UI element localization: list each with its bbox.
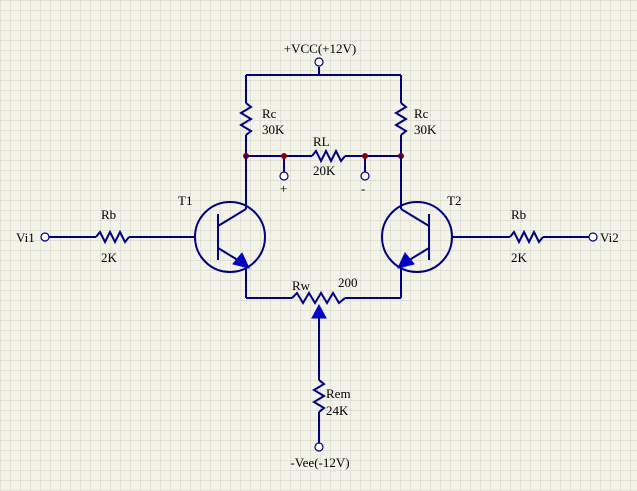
emitter-arrow-icon xyxy=(397,252,415,269)
emitter-arrow-icon xyxy=(232,252,250,269)
input-left: Vi1 Rb 2K xyxy=(16,207,195,265)
vi1-label: Vi1 xyxy=(16,230,35,245)
rl-name: RL xyxy=(313,134,330,149)
rem-name: Rem xyxy=(326,386,351,401)
vee-label: -Vee(-12V) xyxy=(290,455,349,470)
rc-left-name: Rc xyxy=(262,106,277,121)
output-minus-terminal[interactable] xyxy=(360,171,370,181)
rl-value: 20K xyxy=(313,163,336,178)
resistor-rc-left: Rc 30K xyxy=(239,75,285,156)
rc-right-value: 30K xyxy=(414,122,437,137)
resistor-rc-right: Rc 30K xyxy=(394,75,437,156)
rb-right-name: Rb xyxy=(511,207,526,222)
vi2-terminal[interactable] xyxy=(588,232,598,242)
t2-label: T2 xyxy=(447,193,461,208)
vi1-terminal[interactable] xyxy=(40,232,50,242)
resistor-rem: Rem 24K -Vee(-12V) xyxy=(290,318,351,470)
potentiometer-rw: Rw 200 xyxy=(246,275,401,319)
transistor-t2: T2 xyxy=(381,156,461,298)
output-plus-terminal[interactable] xyxy=(279,171,289,181)
vcc-label: +VCC(+12V) xyxy=(284,41,356,56)
rb-right-value: 2K xyxy=(511,250,528,265)
rc-left-value: 30K xyxy=(262,122,285,137)
rem-value: 24K xyxy=(326,403,349,418)
rc-right-name: Rc xyxy=(414,106,429,121)
rb-left-value: 2K xyxy=(101,250,118,265)
junction-dot xyxy=(362,153,368,159)
vi2-label: Vi2 xyxy=(600,230,619,245)
vcc-terminal[interactable] xyxy=(314,57,324,67)
input-right: Vi2 Rb 2K xyxy=(452,207,619,265)
t1-label: T1 xyxy=(178,193,192,208)
rw-name: Rw xyxy=(292,278,311,293)
output-plus-label: + xyxy=(280,181,287,196)
output-minus-label: - xyxy=(361,181,365,196)
vee-terminal[interactable] xyxy=(314,442,324,452)
junction-dot xyxy=(281,153,287,159)
vcc-rail: +VCC(+12V) xyxy=(246,41,401,76)
rb-left-name: Rb xyxy=(101,207,116,222)
rw-value: 200 xyxy=(338,275,358,290)
